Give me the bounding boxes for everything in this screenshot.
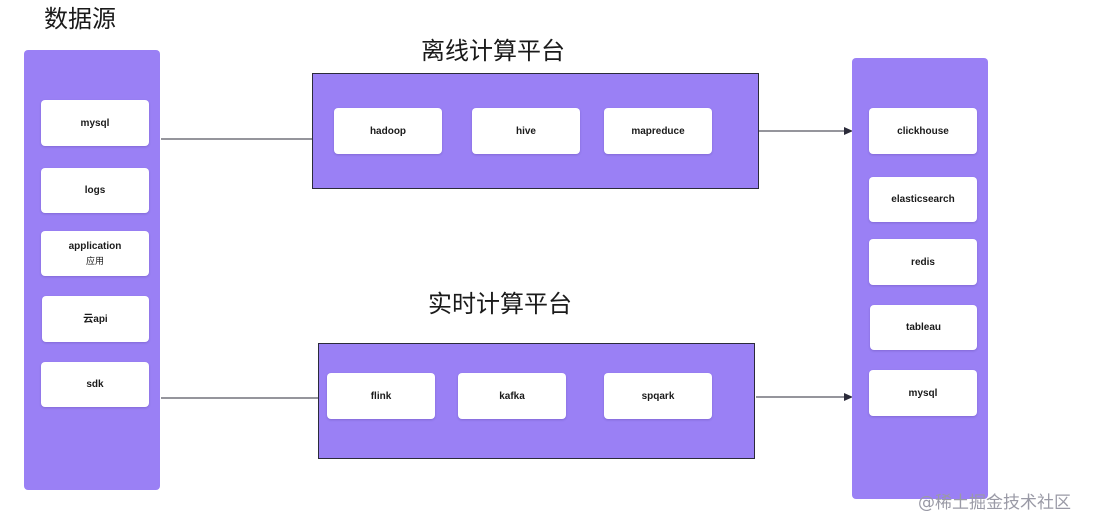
offline-node-mapreduce: mapreduce <box>604 108 712 154</box>
offline-node-hive: hive <box>472 108 580 154</box>
offline-platform-panel: hadoop hive mapreduce <box>312 73 759 189</box>
sink-node-tableau: tableau <box>870 305 977 350</box>
node-label: clickhouse <box>897 125 949 137</box>
sink-node-elasticsearch: elasticsearch <box>869 177 977 222</box>
node-label: application <box>68 240 122 252</box>
node-label: mysql <box>908 387 938 399</box>
source-panel: mysql logs application 应用 云api sdk <box>24 50 160 490</box>
source-node-sdk: sdk <box>41 362 149 407</box>
node-label: tableau <box>905 322 941 333</box>
sink-node-mysql: mysql <box>869 370 977 416</box>
realtime-node-spqark: spqark <box>604 373 712 419</box>
source-node-mysql: mysql <box>41 100 149 146</box>
node-label: hive <box>515 125 536 137</box>
node-label: redis <box>911 256 935 268</box>
source-node-application: application 应用 <box>41 231 149 276</box>
realtime-node-flink: flink <box>327 373 435 419</box>
node-label: sdk <box>86 379 104 390</box>
offline-node-hadoop: hadoop <box>334 108 442 154</box>
realtime-platform-title: 实时计算平台 <box>428 290 572 318</box>
node-label: hadoop <box>369 125 407 137</box>
node-label: mysql <box>80 117 110 129</box>
node-label: 云api <box>83 313 108 325</box>
offline-platform-title: 离线计算平台 <box>421 37 565 65</box>
sink-panel: clickhouse elasticsearch redis tableau m… <box>852 58 988 499</box>
node-label: elasticsearch <box>891 194 955 205</box>
node-label: logs <box>84 185 106 196</box>
realtime-platform-panel: flink kafka spqark <box>318 343 755 459</box>
sink-node-clickhouse: clickhouse <box>869 108 977 154</box>
realtime-node-kafka: kafka <box>458 373 566 419</box>
source-node-logs: logs <box>41 168 149 213</box>
node-label: kafka <box>499 390 525 402</box>
source-node-cloud-api: 云api <box>42 296 149 342</box>
node-label: spqark <box>641 390 675 402</box>
sink-node-redis: redis <box>869 239 977 285</box>
node-label: mapreduce <box>631 125 685 137</box>
node-label: flink <box>370 390 392 402</box>
source-title: 数据源 <box>44 5 116 33</box>
watermark-text: @稀土掘金技术社区 <box>918 493 1071 513</box>
node-sublabel: 应用 <box>85 255 104 266</box>
